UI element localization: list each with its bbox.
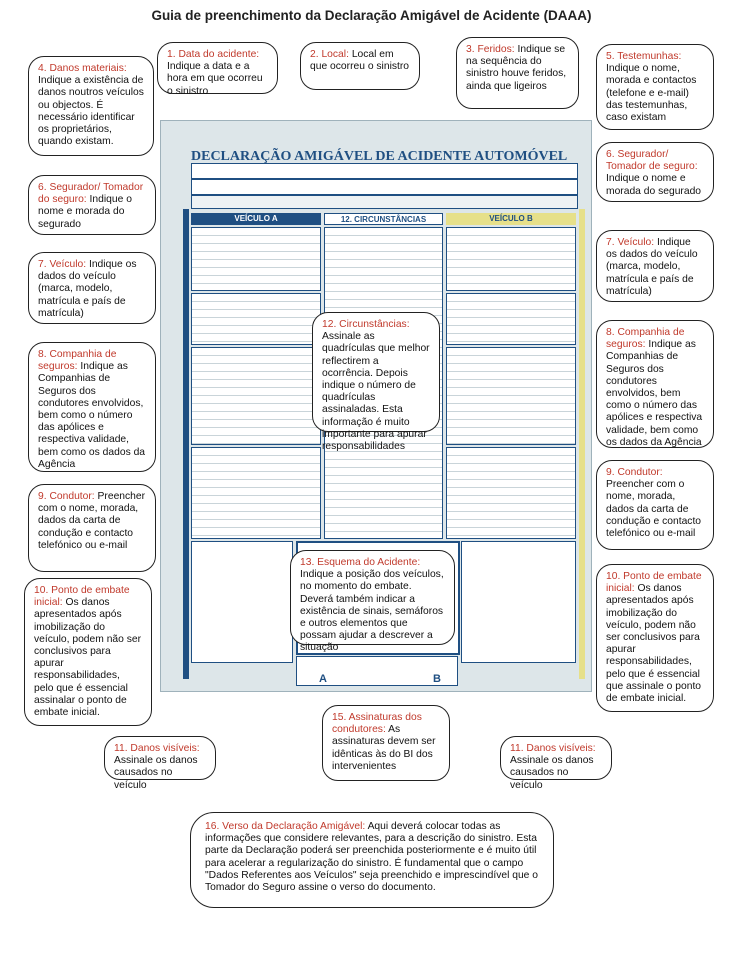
letter-a: A [319, 673, 327, 685]
callout-accident-sketch: 13. Esquema do Acidente: Indique a posiç… [290, 550, 455, 653]
signatures-block [296, 656, 458, 686]
vehicle-b-sidebar [579, 209, 585, 679]
callout-vehicle-left: 7. Veículo: Indique os dados do veículo … [28, 252, 156, 324]
form-row-spacer [191, 195, 578, 209]
callout-impact-left: 10. Ponto de embate inicial: Os danos ap… [24, 578, 152, 726]
callout-vehicle-right: 7. Veículo: Indique os dados do veículo … [596, 230, 714, 302]
insurer-b-block [446, 347, 576, 445]
callout-material-damage: 4. Danos materiais: Indique a existência… [28, 56, 154, 156]
callout-insurer-tomador-left: 6. Segurador/ Tomador do seguro: Indique… [28, 175, 156, 235]
form-title: DECLARAÇÃO AMIGÁVEL DE ACIDENTE AUTOMÓVE… [191, 149, 568, 164]
callout-visible-damage-left: 11. Danos visíveis: Assinale os danos ca… [104, 736, 216, 791]
callout-circumstances: 12. Circunstâncias: Assinale as quadrícu… [312, 312, 440, 452]
vehicle-b-header: VEÍCULO B [446, 213, 576, 225]
callout-insurer-tomador-right: 6. Segurador/ Tomador de seguro: Indique… [596, 142, 714, 202]
callout-driver-left: 9. Condutor: Preencher com o nome, morad… [28, 484, 156, 572]
callout-declaration-back: 16. Verso da Declaração Amigável: Aqui d… [190, 812, 554, 908]
vehicle-a-sidebar [183, 209, 189, 679]
callout-witnesses: 5. Testemunhas: Indique o nome, morada e… [596, 44, 714, 130]
callout-impact-right: 10. Ponto de embate inicial: Os danos ap… [596, 564, 714, 712]
insurer-a-block [191, 347, 321, 445]
impact-a-block [191, 541, 293, 663]
form-row-damage-witness [191, 179, 578, 195]
vehicle-a-block [191, 293, 321, 345]
form-row-date-location [191, 163, 578, 179]
callout-signatures: 15. Assinaturas dos condutores: As assin… [322, 705, 450, 781]
callout-visible-damage-right: 11. Danos visíveis: Assinale os danos ca… [500, 736, 612, 791]
driver-a-block [191, 447, 321, 539]
letter-b: B [433, 673, 441, 685]
page-title: Guia de preenchimento da Declaração Amig… [151, 8, 592, 23]
circumstances-header: 12. CIRCUNSTÂNCIAS [324, 213, 443, 225]
callout-injured: 3. Feridos: Indique se na sequência do s… [456, 37, 579, 109]
impact-b-block [461, 541, 576, 663]
insured-b-block [446, 227, 576, 291]
callout-insurance-company-right: 8. Companhia de seguros: Indique as Comp… [596, 320, 714, 448]
vehicle-b-block [446, 293, 576, 345]
insured-a-block [191, 227, 321, 291]
driver-b-block [446, 447, 576, 539]
callout-date: 1. Data do acidente: Indique a data e a … [157, 42, 278, 97]
callout-driver-right: 9. Condutor: Preencher com o nome, morad… [596, 460, 714, 550]
callout-insurance-company-left: 8. Companhia de seguros: Indique as Comp… [28, 342, 156, 472]
callout-location: 2. Local: Local em que ocorreu o sinistr… [300, 42, 420, 90]
vehicle-a-header: VEÍCULO A [191, 213, 321, 225]
